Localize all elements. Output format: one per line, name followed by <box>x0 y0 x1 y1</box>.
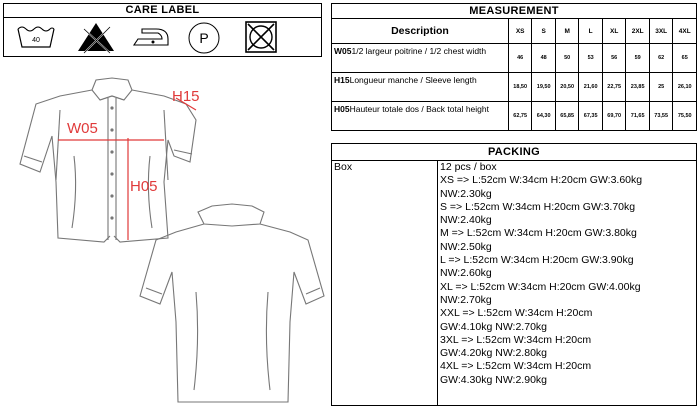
shirt-diagram <box>19 77 325 403</box>
cell-value: 64,30 <box>531 101 556 131</box>
table-row: Box 12 pcs / box XS => L:52cm W:34cm H:2… <box>331 160 697 406</box>
packing-line: XL => L:52cm W:34cm H:20cm GW:4.00kg <box>440 280 641 293</box>
packing-line: GW:4.30kg NW:2.90kg <box>440 373 547 386</box>
cell-value: 20,50 <box>554 72 580 102</box>
measurement-lines <box>58 97 197 240</box>
packing-line: M => L:52cm W:34cm H:20cm GW:3.80kg <box>440 227 637 240</box>
packing-line: 4XL => L:52cm W:34cm H:20cm <box>440 360 592 373</box>
no-tumble-dry-icon <box>242 17 282 57</box>
dry-clean-p-icon: P <box>184 17 224 57</box>
cell-value: 53 <box>578 43 603 73</box>
packing-line: NW:2.30kg <box>440 187 492 200</box>
cell-value: 75,50 <box>672 101 697 131</box>
size-header: M <box>554 18 580 44</box>
size-header: 4XL <box>672 18 697 44</box>
cell-value: 26,10 <box>672 72 697 102</box>
cell-value: 65 <box>672 43 697 73</box>
cell-value: 50 <box>554 43 580 73</box>
cell-value: 23,85 <box>625 72 650 102</box>
wash-temp-label: 40 <box>32 37 40 44</box>
row-text: Hauteur totale dos / Back total height <box>349 104 489 114</box>
packing-line: L => L:52cm W:34cm H:20cm GW:3.90kg <box>440 254 634 267</box>
packing-line: NW:2.50kg <box>440 240 492 253</box>
row-code: H15 <box>334 75 350 85</box>
packing-line: NW:2.40kg <box>440 214 492 227</box>
h05-label: H05 <box>130 178 158 195</box>
size-header: S <box>531 18 556 44</box>
care-label-header <box>3 3 322 18</box>
cell-value: 48 <box>531 43 556 73</box>
packing-line: S => L:52cm W:34cm H:20cm GW:3.70kg <box>440 200 636 213</box>
measurement-table: Description XS S M L XL 2XL 3XL 4XL W051… <box>331 18 697 131</box>
front-buttons <box>110 106 114 220</box>
table-row: H15Longueur manche / Sleeve length 18,50… <box>331 72 697 102</box>
row-code: H05 <box>334 104 350 114</box>
cell-value: 59 <box>625 43 650 73</box>
row-description: W051/2 largeur poitrine / 1/2 chest widt… <box>331 43 509 73</box>
packing-line: GW:4.10kg NW:2.70kg <box>440 320 547 333</box>
h15-label: H15 <box>172 88 200 105</box>
size-header: 3XL <box>648 18 674 44</box>
size-header: 2XL <box>625 18 650 44</box>
packing-line: 12 pcs / box <box>440 161 497 173</box>
cell-value: 46 <box>507 43 533 73</box>
packing-line: 3XL => L:52cm W:34cm H:20cm <box>440 333 592 346</box>
packing-label-cell: Box <box>331 160 438 406</box>
back-shirt-drawing <box>139 203 325 403</box>
cell-value: 62 <box>648 43 674 73</box>
cell-value: 19,50 <box>531 72 556 102</box>
packing-line: NW:2.70kg <box>440 293 492 306</box>
cell-value: 69,70 <box>601 101 627 131</box>
size-header: XL <box>601 18 627 44</box>
cell-value: 67,35 <box>578 101 603 131</box>
dry-clean-letter: P <box>199 30 208 46</box>
packing-line: NW:2.60kg <box>440 267 492 280</box>
cell-value: 22,75 <box>601 72 627 102</box>
cell-value: 65,85 <box>554 101 580 131</box>
packing-line: XS => L:52cm W:34cm H:20cm GW:3.60kg <box>440 174 643 187</box>
care-label-title: CARE LABEL <box>125 4 200 16</box>
cell-value: 62,75 <box>507 101 533 131</box>
wash-40-icon: 40 <box>14 17 58 57</box>
cell-value: 21,60 <box>578 72 603 102</box>
front-shirt-drawing <box>19 77 197 243</box>
measurement-title: MEASUREMENT <box>469 5 559 17</box>
cell-value: 73,55 <box>648 101 674 131</box>
row-code: W05 <box>334 46 352 56</box>
packing-table: Box 12 pcs / box XS => L:52cm W:34cm H:2… <box>331 160 697 406</box>
packing-line: XXL => L:52cm W:34cm H:20cm <box>440 307 593 320</box>
size-header: XS <box>507 18 533 44</box>
cell-value: 71,65 <box>625 101 650 131</box>
table-row: H05Hauteur totale dos / Back total heigh… <box>331 101 697 131</box>
cell-value: 18,50 <box>507 72 533 102</box>
table-row: W051/2 largeur poitrine / 1/2 chest widt… <box>331 43 697 73</box>
row-text: Longueur manche / Sleeve length <box>349 75 477 85</box>
row-description: H05Hauteur totale dos / Back total heigh… <box>331 101 509 131</box>
iron-low-icon <box>128 17 174 57</box>
packing-title: PACKING <box>487 146 540 158</box>
description-header: Description <box>331 18 509 44</box>
no-bleach-icon <box>74 17 118 57</box>
row-description: H15Longueur manche / Sleeve length <box>331 72 509 102</box>
row-text: 1/2 largeur poitrine / 1/2 chest width <box>351 46 487 56</box>
w05-label: W05 <box>67 120 98 137</box>
cell-value: 25 <box>648 72 674 102</box>
packing-details-cell: 12 pcs / box XS => L:52cm W:34cm H:20cm … <box>437 160 697 406</box>
cell-value: 56 <box>601 43 627 73</box>
size-header: L <box>578 18 603 44</box>
packing-line: GW:4.20kg NW:2.80kg <box>440 347 547 360</box>
